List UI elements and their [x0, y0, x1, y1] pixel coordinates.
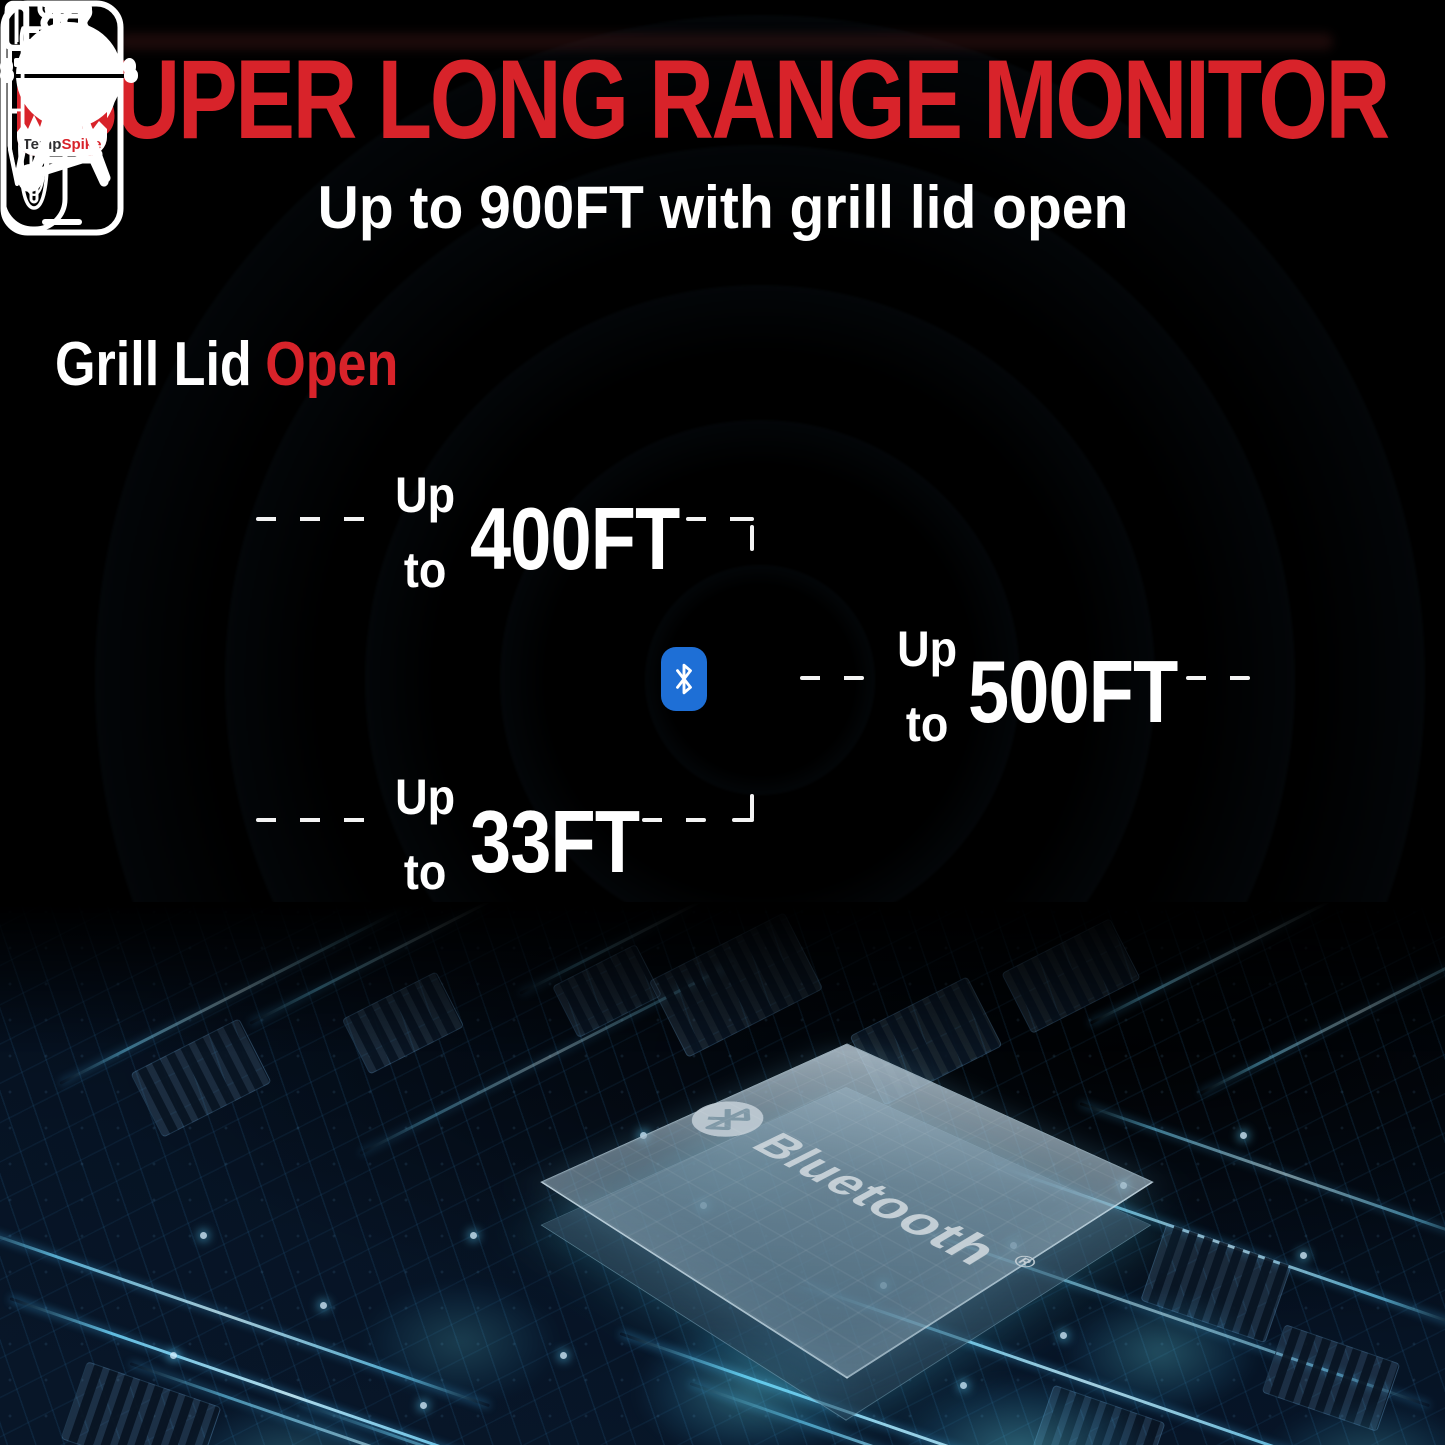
pcb-pad — [320, 1302, 327, 1309]
bluetooth-chip-label: Bluetooth ® — [672, 1092, 1049, 1293]
circuit-board-scene: Bluetooth ® — [0, 902, 1445, 1445]
dashed-line — [800, 676, 864, 680]
pcb-pad — [560, 1352, 567, 1359]
page-subtitle: Up to 900FT with grill lid open — [317, 174, 1128, 241]
open-state-text: Open — [265, 330, 399, 399]
dashed-line — [686, 517, 750, 521]
up-to-label: Up to — [395, 769, 456, 900]
dashed-elbow — [750, 794, 754, 820]
pcb-pad — [1240, 1132, 1247, 1139]
dashed-line — [1186, 676, 1250, 680]
dashed-line — [256, 517, 388, 521]
pcb-pad — [1300, 1252, 1307, 1259]
fade-overlay — [0, 902, 1445, 1052]
ghost-text-artifact — [118, 33, 1333, 50]
dashed-line — [642, 818, 706, 822]
range-500ft: 500FT — [968, 642, 1178, 741]
chip-brand-text: Bluetooth — [739, 1126, 1015, 1274]
pcb-pad — [420, 1402, 427, 1409]
closed-grill-icon — [0, 4, 138, 190]
pcb-blob — [330, 1262, 590, 1422]
range-33ft: 33FT — [470, 792, 640, 891]
home-bar — [42, 219, 82, 225]
meat-probe-icon — [4, 5, 28, 180]
dashed-elbow — [732, 818, 754, 822]
pcb-pad — [170, 1352, 177, 1359]
pcb-pad — [1060, 1332, 1067, 1339]
pcb-pad — [470, 1232, 477, 1239]
pcb-pad — [200, 1232, 207, 1239]
dashed-elbow — [750, 525, 754, 551]
pcb-pad — [960, 1382, 967, 1389]
dashed-elbow — [734, 517, 754, 521]
range-400ft: 400FT — [470, 489, 680, 588]
page-title: SUPER LONG RANGE MONITOR — [57, 37, 1390, 162]
up-to-label: Up to — [897, 621, 958, 752]
pcb-blob — [1030, 1272, 1290, 1432]
bluetooth-icon — [661, 647, 707, 711]
up-to-label: Up to — [395, 467, 456, 598]
dashed-line — [256, 818, 388, 822]
grill-lid-text: Grill Lid — [55, 330, 252, 399]
